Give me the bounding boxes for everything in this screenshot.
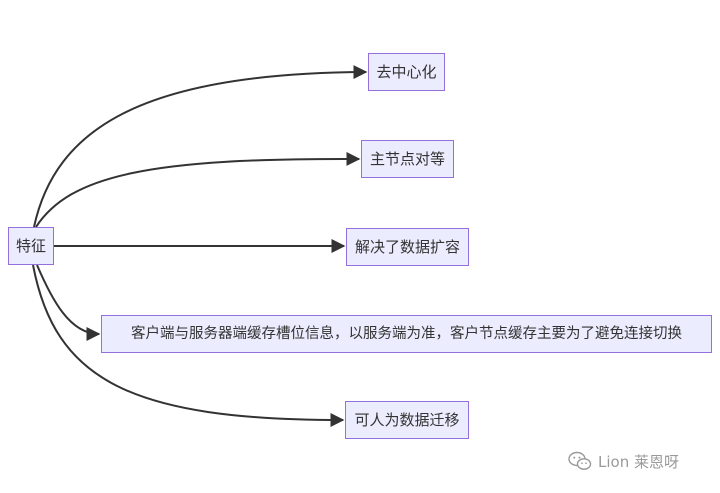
node-manual-migration-label: 可人为数据迁移	[354, 410, 460, 429]
node-master-peer: 主节点对等	[361, 140, 454, 178]
node-root-features: 特征	[8, 227, 54, 265]
node-decentralized-label: 去中心化	[376, 62, 437, 81]
node-slot-cache-label: 客户端与服务器端缓存槽位信息，以服务端为准，客户节点缓存主要为了避免连接切换	[131, 325, 682, 342]
node-data-scaling: 解决了数据扩容	[346, 228, 469, 266]
node-master-peer-label: 主节点对等	[369, 149, 445, 168]
watermark: Lion 莱恩呀	[568, 450, 679, 472]
edge-root-to-branch-5	[32, 264, 345, 427]
wechat-icon	[568, 451, 592, 470]
node-root-label: 特征	[15, 236, 46, 255]
node-decentralized: 去中心化	[368, 53, 445, 91]
edge-root-to-branch-1	[33, 65, 368, 228]
edge-root-to-branch-4	[36, 264, 101, 341]
watermark-text: Lion 莱恩呀	[598, 452, 679, 471]
edge-root-to-branch-2	[35, 151, 361, 228]
node-slot-cache: 客户端与服务器端缓存槽位信息，以服务端为准，客户节点缓存主要为了避免连接切换	[101, 315, 712, 353]
node-manual-migration: 可人为数据迁移	[345, 401, 469, 439]
node-data-scaling-label: 解决了数据扩容	[354, 237, 460, 256]
